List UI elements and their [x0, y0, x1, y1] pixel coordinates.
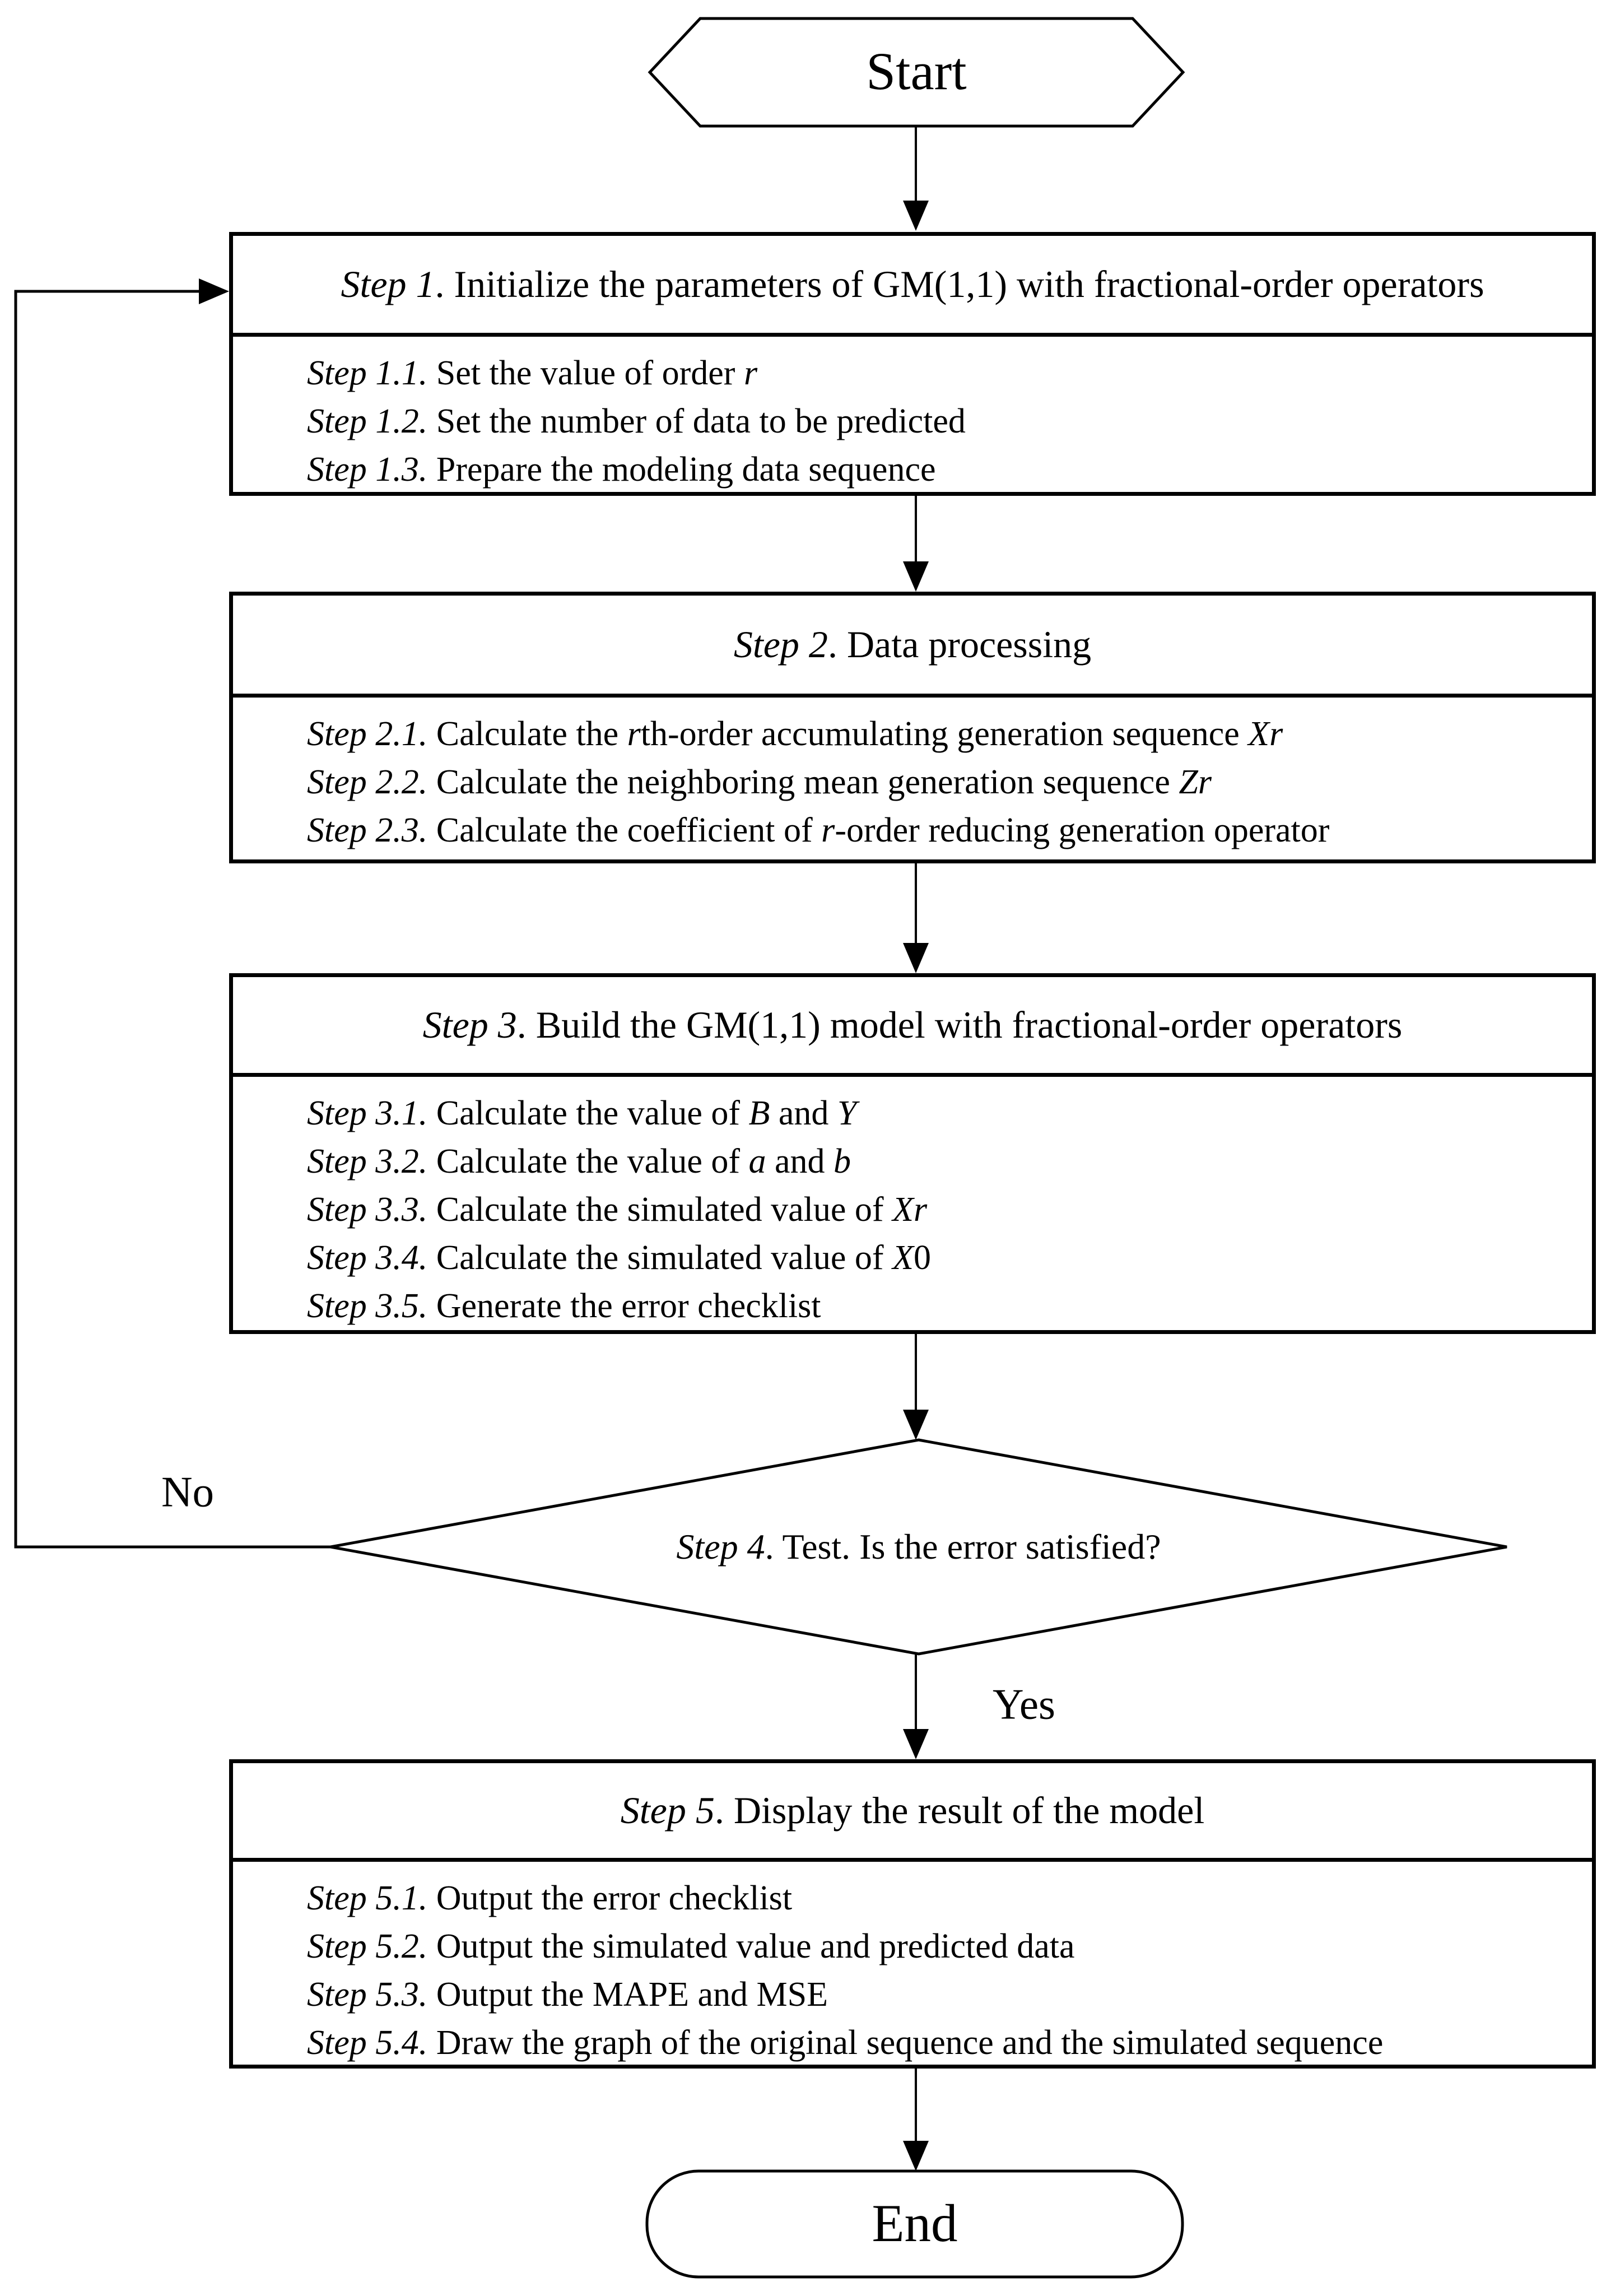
arrowhead-end: [903, 2141, 929, 2171]
decision-step4-label: Step 4. Test. Is the error satisfied?: [676, 1527, 1161, 1567]
step5-substep-2: Step 5.2. Output the simulated value and…: [307, 1927, 1075, 1965]
step5-substep-3: Step 5.3. Output the MAPE and MSE: [307, 1976, 828, 2014]
end-stadium-shape: [645, 2169, 1184, 2279]
step2-body: Step 2.1. Calculate the rth-order accumu…: [233, 698, 1592, 854]
step2-substep-2: Step 2.2. Calculate the neighboring mean…: [307, 763, 1212, 801]
step3-header: Step 3. Build the GM(1,1) model with fra…: [233, 977, 1592, 1077]
start-hexagon-shape: [648, 17, 1185, 128]
step3-box: Step 3. Build the GM(1,1) model with fra…: [229, 973, 1596, 1334]
arrowhead-step5: [903, 1729, 929, 1759]
step5-body: Step 5.1. Output the error checklist Ste…: [233, 1862, 1592, 2067]
decision-diamond-shape: [330, 1438, 1507, 1656]
arrowhead-step2: [903, 561, 929, 592]
step5-substep-1: Step 5.1. Output the error checklist: [307, 1879, 793, 1917]
step1-body: Step 1.1. Set the value of order r Step …: [233, 337, 1592, 494]
step3-body: Step 3.1. Calculate the value of B and Y…: [233, 1077, 1592, 1330]
arrowhead-decision: [903, 1410, 929, 1440]
step1-box: Step 1. Initialize the parameters of GM(…: [229, 232, 1596, 496]
step2-substep-3: Step 2.3. Calculate the coefficient of r…: [307, 811, 1330, 849]
step5-box: Step 5. Display the result of the model …: [229, 1759, 1596, 2069]
arrowhead-step1: [903, 201, 929, 231]
start-node-label: Start: [866, 41, 967, 101]
branch-yes-label: Yes: [992, 1680, 1056, 1728]
step1-substep-3: Step 1.3. Prepare the modeling data sequ…: [307, 450, 936, 489]
step2-substep-1: Step 2.1. Calculate the rth-order accumu…: [307, 715, 1283, 753]
arrowhead-no-loop: [199, 278, 229, 304]
step1-header: Step 1. Initialize the parameters of GM(…: [233, 236, 1592, 337]
arrowhead-step3: [903, 943, 929, 973]
step5-header: Step 5. Display the result of the model: [233, 1763, 1592, 1862]
step2-header: Step 2. Data processing: [233, 596, 1592, 698]
step1-substep-1: Step 1.1. Set the value of order r: [307, 354, 758, 392]
step2-box: Step 2. Data processing Step 2.1. Calcul…: [229, 592, 1596, 863]
step5-substep-4: Step 5.4. Draw the graph of the original…: [307, 2024, 1384, 2062]
step3-substep-3: Step 3.3. Calculate the simulated value …: [307, 1191, 928, 1229]
step3-substep-4: Step 3.4. Calculate the simulated value …: [307, 1239, 931, 1277]
end-node-label: End: [872, 2193, 958, 2253]
branch-no-label: No: [161, 1467, 215, 1516]
no-loop-line: [14, 290, 330, 1549]
step1-substep-2: Step 1.2. Set the number of data to be p…: [307, 402, 966, 440]
step3-substep-1: Step 3.1. Calculate the value of B and Y: [307, 1094, 857, 1132]
step3-substep-5: Step 3.5. Generate the error checklist: [307, 1287, 821, 1325]
step3-substep-2: Step 3.2. Calculate the value of a and b: [307, 1142, 851, 1180]
